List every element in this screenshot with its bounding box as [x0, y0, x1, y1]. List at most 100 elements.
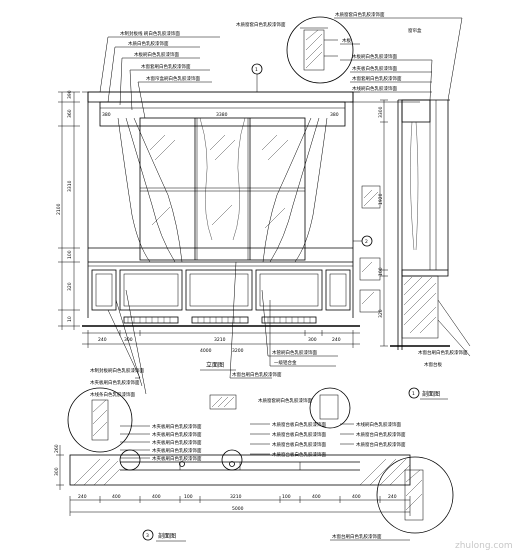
- section-detail-box-2: [359, 257, 381, 281]
- plan-dim-bot2-0: 5000: [232, 506, 244, 512]
- plan-leader-8: 木质窗台板白色乳胶漆饰面: [272, 441, 326, 448]
- elev-dim-bot-4: 240: [332, 337, 341, 343]
- plan-detail-circle-3: [376, 456, 454, 534]
- section-leaders-top: [300, 17, 463, 103]
- plan-dim-bot-4: 3210: [230, 494, 242, 500]
- elev-leader-bot-0: 木管刷白色乳胶漆饰面: [272, 349, 317, 356]
- elev-leader-bot-4: 木夹板刷白色乳胶漆饰面: [90, 379, 140, 386]
- plan-leader-0: 木夹板刷白色乳胶漆饰面: [152, 423, 202, 430]
- elev-leader-top-2: 木板刷白色乳胶漆饰面: [134, 51, 179, 58]
- plan-leader-7: 木质窗台板白色乳胶漆饰面: [272, 431, 326, 438]
- elev-dim-top-2: 380: [330, 112, 339, 118]
- elev-dim-left-5: 320: [67, 282, 73, 291]
- plan-dim-bot-3: 100: [184, 494, 193, 500]
- plan-dim-bot-8: 240: [388, 494, 397, 500]
- elev-dim-left-6: 10: [67, 316, 73, 322]
- elev-dim-left-3: 2100: [56, 203, 62, 215]
- plan-callout: [142, 529, 154, 541]
- elevation-title: 立面图: [206, 361, 224, 369]
- elev-dim-top-0: 380: [102, 112, 111, 118]
- elev-callout-top-label: 1: [255, 67, 258, 73]
- section-title: 剖面图: [422, 390, 440, 398]
- section-callout: [408, 387, 420, 399]
- plan-leader-10: 木线刷白色乳胶漆饰面: [356, 421, 401, 428]
- elevation-view: 390 360 3310 2100 100 320 10 380 3380 38…: [56, 30, 373, 398]
- curtain-right-outer: [294, 117, 328, 263]
- plan-detail-box: [209, 394, 237, 410]
- plan-detail-circle-1: [67, 387, 133, 453]
- elev-leader-bot-1: 一级铝合金: [274, 359, 297, 366]
- section-dim-left-2: 100: [378, 267, 384, 276]
- plan-dims-bottom: [69, 496, 411, 516]
- section-leader-top-6: 木窗套刷白色乳胶漆饰面: [352, 75, 402, 82]
- section-dims-left: [380, 99, 388, 347]
- plan-leader-11: 木质窗台白色乳胶漆饰面: [356, 431, 406, 438]
- elevation-dims-left: [58, 91, 80, 330]
- curtain-left-outer: [117, 117, 151, 263]
- plan-dim-bot-6: 400: [312, 494, 321, 500]
- plan-bottom-note: 木窗台刷白色乳胶漆饰面: [332, 533, 382, 540]
- plan-leader-6: 木质窗台板白色乳胶漆饰面: [272, 421, 326, 428]
- curtain-box: [99, 101, 346, 127]
- elev-dim-bot-2: 3210: [214, 337, 226, 343]
- section-dim-left-0: 3300: [378, 106, 384, 118]
- elev-leader-bot-3: 木制封板刷白色乳胶漆饰面: [90, 367, 144, 374]
- elevation-leaders-top: [99, 36, 220, 119]
- radiator-vents: [123, 316, 317, 324]
- plan-detail-circle-2: [309, 387, 351, 429]
- elev-leader-bot-2: 木窗台刷白色乳胶漆饰面: [232, 371, 282, 378]
- plan-dim-bot-1: 400: [112, 494, 121, 500]
- plan-leader-4: 木夹板刷白色乳胶漆饰面: [152, 455, 202, 462]
- section-detail-box-1: [361, 185, 381, 209]
- elev-dim-top-1: 3380: [216, 112, 228, 118]
- elev-leader-bot-5: 木线条白色乳胶漆饰面: [90, 391, 135, 398]
- elev-dim-bot2-1: 3200: [232, 348, 244, 354]
- elev-leader-top-4: 木窗帘盒刷白色乳胶漆饰面: [146, 75, 200, 82]
- plan-leader-9: 木质窗台板白色乳胶漆饰面: [272, 451, 326, 458]
- elev-dim-left-1: 360: [67, 109, 73, 118]
- plan-title: 剖面图: [158, 532, 176, 540]
- elev-dim-left-0: 390: [67, 90, 73, 99]
- plan-leaders: [120, 423, 354, 459]
- section-leader-bot-0: 木窗台刷白色乳胶漆饰面: [418, 349, 468, 356]
- plan-dim-bot-5: 100: [282, 494, 291, 500]
- section-leader-bot-1: 木窗台板: [424, 361, 442, 368]
- section-leader-top-2: 木板: [342, 37, 351, 44]
- plan-dim-bot-0: 240: [78, 494, 87, 500]
- plan-leader-2: 木夹板刷白色乳胶漆饰面: [152, 439, 202, 446]
- plan-leader-1: 木夹板刷白色乳胶漆饰面: [152, 431, 202, 438]
- plan-dim-left-0: 260: [54, 444, 60, 453]
- plan-dim-bot-7: 400: [352, 494, 361, 500]
- elev-dim-bot-3: 300: [308, 337, 317, 343]
- plan-dims-left: [56, 445, 64, 490]
- cornice: [87, 91, 354, 103]
- section-sill: [401, 269, 449, 277]
- plan-callout-label: 3: [146, 533, 149, 539]
- elev-leader-top-0: 木制封板线 刷白色乳胶漆饰面: [120, 30, 180, 37]
- glass-hatch: [149, 134, 289, 229]
- elev-leader-top-1: 木质白色乳胶漆饰面: [128, 40, 169, 47]
- plan-dim-bot-2: 400: [152, 494, 161, 500]
- section-detail-circle-top: [286, 16, 354, 84]
- section-leader-top-3: 窗帘盒: [408, 27, 422, 34]
- section-callout-label: 1: [412, 391, 415, 397]
- elev-dim-left-2: 3310: [67, 180, 73, 192]
- section-leader-top-1: 木质窗套白色乳胶漆饰面: [236, 21, 286, 28]
- plan-leader-12: 木质窗台白色乳胶漆饰面: [356, 441, 406, 448]
- section-dim-left-3: 320: [378, 309, 384, 318]
- watermark: zhulong.com: [455, 541, 513, 551]
- section-leader-top-5: 木夹板白色乳胶漆饰面: [352, 65, 397, 72]
- elev-dim-bot2-0: 4000: [200, 348, 212, 354]
- elevation-dims-bottom: [82, 330, 360, 348]
- section-dim-left-1: 1920: [378, 193, 384, 205]
- wainscot-panels: [91, 269, 351, 311]
- plan-leader-5: 木质窗套刷白色乳胶漆饰面: [258, 397, 312, 404]
- plan-leader-3: 木夹板刷白色乳胶漆饰面: [152, 447, 202, 454]
- plan-dim-left-1: 300: [54, 467, 60, 476]
- section-leader-top-4: 木板刷白色乳胶漆饰面: [352, 53, 397, 60]
- section-curtain-box: [401, 99, 431, 123]
- elev-dim-bot-0: 240: [98, 337, 107, 343]
- window-frame: [139, 117, 306, 261]
- section-leader-top-0: 木质窗套白色乳胶漆饰面: [335, 11, 385, 18]
